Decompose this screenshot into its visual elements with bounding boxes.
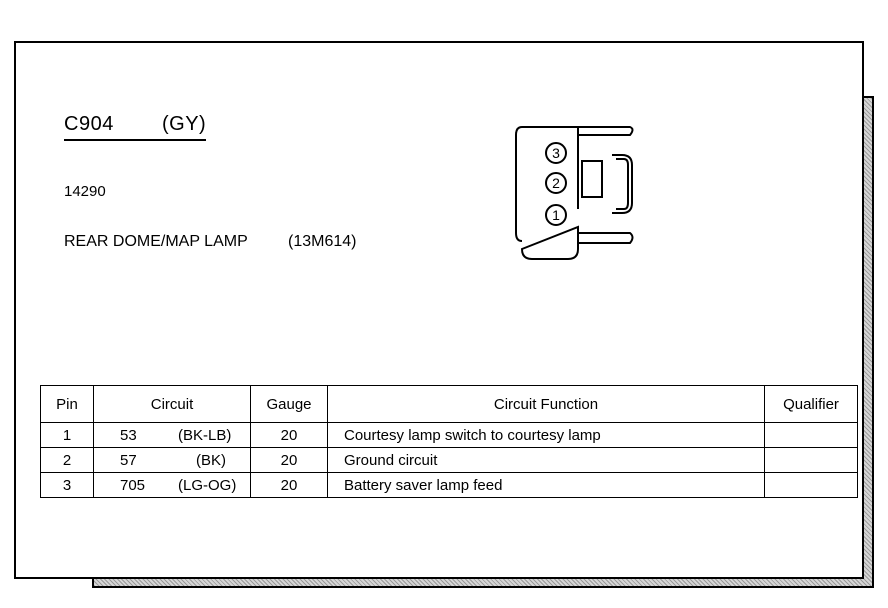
header-circuit-function: Circuit Function	[327, 385, 765, 423]
pin-3-label: 3	[552, 145, 560, 161]
qualifier-cell	[764, 447, 858, 473]
table-row: 1 53 (BK-LB) 20 Courtesy lamp switch to c…	[40, 422, 858, 448]
circuit-cell: 705 (LG-OG)	[93, 472, 251, 498]
circuit-number: 705	[120, 476, 146, 494]
function-cell: Courtesy lamp switch to courtesy lamp	[327, 422, 765, 448]
circuit-cell: 53 (BK-LB)	[93, 422, 251, 448]
lock-tab	[581, 160, 603, 198]
connector-title: C904 (GY)	[64, 113, 207, 141]
pin-3-circle	[545, 142, 567, 164]
circuit-color: (BK-LB)	[178, 426, 232, 444]
function-cell: Ground circuit	[327, 447, 765, 473]
pin-cell: 2	[40, 447, 94, 473]
circuit-number: 53	[120, 426, 137, 444]
component-description: REAR DOME/MAP LAMP	[64, 233, 248, 250]
connector-housing	[520, 126, 579, 260]
circuit-number: 57	[120, 451, 137, 469]
circuit-color: (BK)	[196, 451, 226, 469]
pin-1-label: 1	[552, 207, 560, 223]
pin-2-circle	[545, 172, 567, 194]
table-row: 3 705 (LG-OG) 20 Battery saver lamp feed	[40, 472, 858, 498]
table-header-row: Pin Circuit Gauge Circuit Function Quali…	[40, 385, 858, 423]
latch-top	[578, 126, 634, 136]
circuit-color: (LG-OG)	[178, 476, 237, 494]
gauge-cell: 20	[250, 422, 328, 448]
lock-clip	[612, 154, 633, 214]
pin-table: Pin Circuit Gauge Circuit Function Quali…	[40, 385, 858, 498]
latch-bottom	[578, 232, 634, 244]
connector-face-diagram: 3 2 1	[515, 126, 634, 260]
pin-cell: 3	[40, 472, 94, 498]
header-circuit: Circuit	[93, 385, 251, 423]
pin-2-label: 2	[552, 175, 560, 191]
pin-1-circle	[545, 204, 567, 226]
function-cell: Battery saver lamp feed	[327, 472, 765, 498]
qualifier-cell	[764, 472, 858, 498]
circuit-cell: 57 (BK)	[93, 447, 251, 473]
header-gauge: Gauge	[250, 385, 328, 423]
table-row: 2 57 (BK) 20 Ground circuit	[40, 447, 858, 473]
gauge-cell: 20	[250, 472, 328, 498]
pin-cell: 1	[40, 422, 94, 448]
part-number: 14290	[64, 183, 106, 200]
header-pin: Pin	[40, 385, 94, 423]
connector-sheet: C904 (GY) 14290 REAR DOME/MAP LAMP (13M6…	[14, 41, 864, 579]
header-qualifier: Qualifier	[764, 385, 858, 423]
qualifier-cell	[764, 422, 858, 448]
component-code: (13M614)	[288, 233, 357, 250]
gauge-cell: 20	[250, 447, 328, 473]
